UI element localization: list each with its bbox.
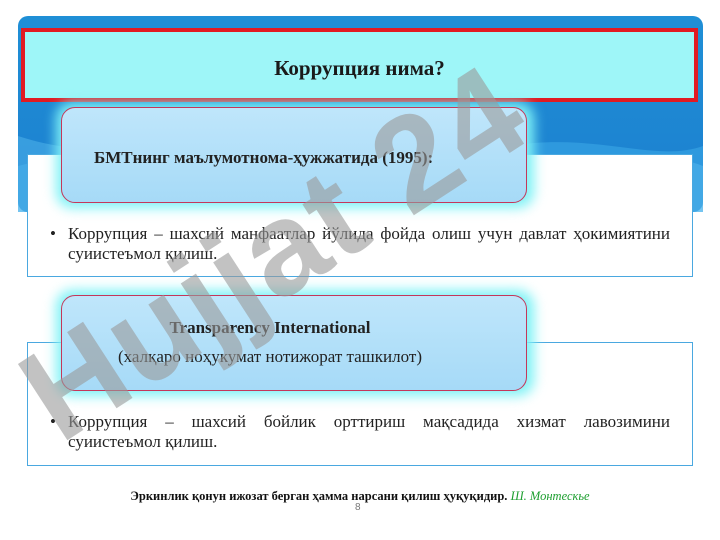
definition-text-un: Коррупция – шахсий манфаатлар йўлида фой… — [68, 224, 670, 263]
source-title-ti: Transparency International — [169, 318, 371, 337]
source-pill-ti: Transparency International (халқаро ноҳу… — [61, 295, 527, 391]
title-box: Коррупция нима? — [21, 28, 698, 102]
bullet-marker: • — [50, 412, 56, 431]
source-subtitle-ti: (халқаро ноҳукумат нотижорат ташкилот) — [118, 347, 422, 366]
source-title-un: БМТнинг маълумотнома-ҳужжатида (1995): — [94, 148, 434, 167]
page-title: Коррупция нима? — [274, 56, 445, 80]
quote-text: Эркинлик қонун ижозат берган ҳамма нарса… — [130, 489, 508, 503]
source-pill-un: БМТнинг маълумотнома-ҳужжатида (1995): — [61, 107, 527, 203]
page-number: 8 — [355, 502, 361, 513]
definition-text-ti: Коррупция – шахсий бойлик орттириш мақса… — [68, 412, 670, 451]
quote-author: Ш. Монтескье — [510, 489, 590, 503]
footer-quote: Эркинлик қонун ижозат берган ҳамма нарса… — [0, 489, 720, 504]
bullet-marker: • — [50, 224, 56, 243]
